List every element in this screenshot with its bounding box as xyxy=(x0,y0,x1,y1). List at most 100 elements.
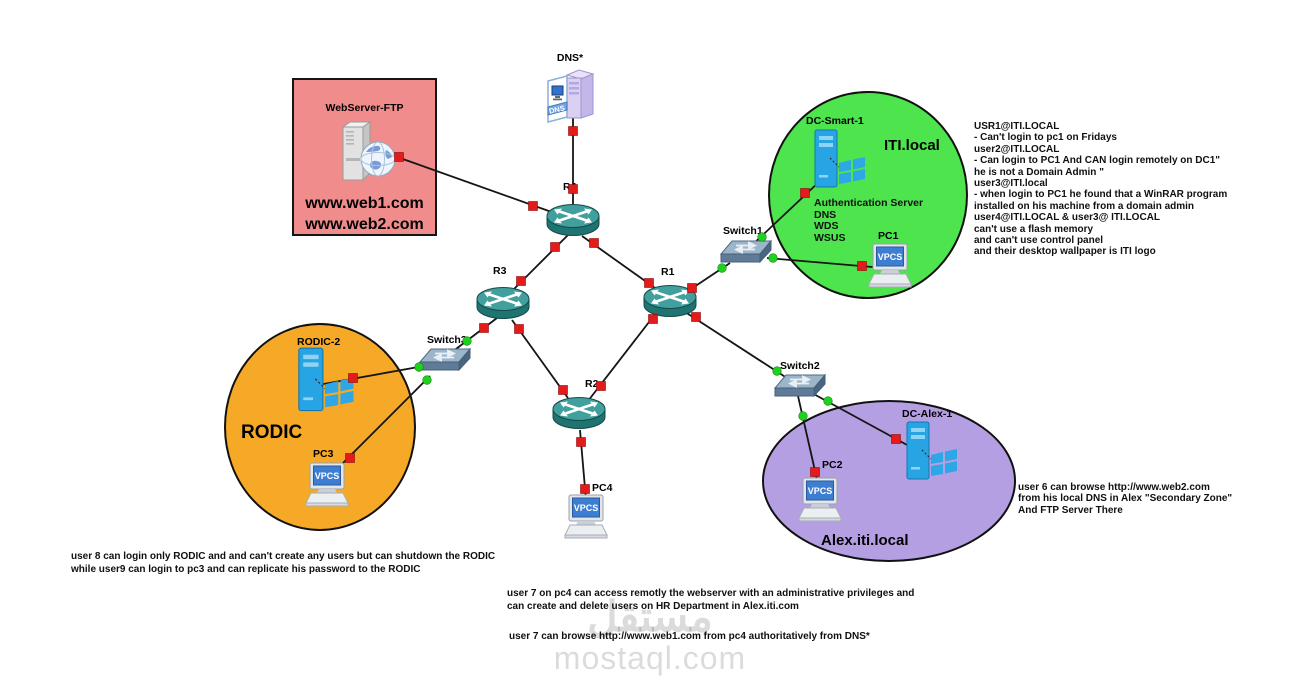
link-up-marker xyxy=(422,375,432,385)
switch-icon xyxy=(418,347,472,372)
pc2-label: PC2 xyxy=(822,459,843,471)
pc3-label: PC3 xyxy=(313,448,334,460)
pc1-label: PC1 xyxy=(878,230,899,242)
link-down-marker xyxy=(857,261,867,271)
link-down-marker xyxy=(580,484,590,494)
link-up-marker xyxy=(462,336,472,346)
switch2-label: Switch2 xyxy=(780,360,820,372)
link-down-marker xyxy=(644,278,654,288)
vpcs-screen-text: VPCS xyxy=(878,252,903,262)
dc-alex-1-label: DC-Alex-1 xyxy=(902,408,953,420)
router-r1-label: R1 xyxy=(661,266,675,278)
dc-smart-1-label: DC-Smart-1 xyxy=(806,115,864,127)
laptop-icon: VPCS xyxy=(798,477,842,522)
link-down-marker xyxy=(568,126,578,136)
link-down-marker xyxy=(345,453,355,463)
router-r2-label: R2 xyxy=(585,378,599,390)
windows-server-icon xyxy=(298,347,354,412)
dns-server-icon: DNS xyxy=(547,69,595,123)
link-down-marker xyxy=(596,381,606,391)
link-up-marker xyxy=(823,396,833,406)
router-r2[interactable] xyxy=(550,393,608,436)
user6-note: user 6 can browse http://www.web2.com fr… xyxy=(1018,482,1233,516)
laptop-icon: VPCS xyxy=(564,494,608,539)
link-up-marker xyxy=(798,411,808,421)
link-down-marker xyxy=(479,323,489,333)
switch1-label: Switch1 xyxy=(723,225,763,237)
link-down-marker xyxy=(394,152,404,162)
pc3-device[interactable]: VPCS xyxy=(303,462,351,513)
link-up-marker xyxy=(772,366,782,376)
vpcs-screen-text: VPCS xyxy=(574,503,599,513)
windows-server-icon xyxy=(906,421,957,480)
laptop-icon: VPCS xyxy=(305,462,349,507)
iti-users-note: USR1@ITI.LOCAL - Can't login to pc1 on F… xyxy=(974,121,1228,258)
laptop-icon: VPCS xyxy=(868,243,912,288)
link-up-markers xyxy=(414,232,833,421)
switch3-label: Switch3 xyxy=(427,334,467,346)
windows-server-icon xyxy=(814,129,865,188)
link-down-marker xyxy=(514,324,524,334)
link-down-marker xyxy=(589,238,599,248)
link-up-marker xyxy=(768,253,778,263)
dc-smart-services: Authentication Server DNS WDS WSUS xyxy=(814,197,924,244)
router-icon xyxy=(546,204,600,236)
link-down-marker xyxy=(528,201,538,211)
link-down-markers xyxy=(345,126,901,494)
dc-alex-1-device[interactable] xyxy=(902,420,958,489)
switch2-device[interactable] xyxy=(773,372,827,407)
webserver-url2: www.web2.com xyxy=(305,216,424,233)
switch-icon xyxy=(719,239,773,264)
link-down-marker xyxy=(691,312,701,322)
link-down-marker xyxy=(891,434,901,444)
link-up-marker xyxy=(757,232,767,242)
link-down-marker xyxy=(576,437,586,447)
link-down-marker xyxy=(800,188,810,198)
rodic-2-label: RODIC-2 xyxy=(297,336,341,348)
link-r3-switch3 xyxy=(451,317,498,353)
router-r1[interactable] xyxy=(641,281,699,324)
link-down-marker xyxy=(810,467,820,477)
webserver-urls: www.web1.com www.web2.com xyxy=(294,193,435,235)
user7-browse-note: user 7 can browse http://www.web1.com fr… xyxy=(509,631,870,642)
link-up-marker xyxy=(717,263,727,273)
switch1-device[interactable] xyxy=(719,238,773,273)
vpcs-screen-text: VPCS xyxy=(315,471,340,481)
router-r3[interactable] xyxy=(474,283,532,326)
link-up-marker xyxy=(414,362,424,372)
dns-label: DNS* xyxy=(556,52,584,64)
link-down-marker xyxy=(568,184,578,194)
switch-icon xyxy=(773,373,827,398)
alex-domain-title: Alex.iti.local xyxy=(821,532,909,549)
user8-note: user 8 can login only RODIC and and can'… xyxy=(71,551,496,575)
router-r4[interactable] xyxy=(544,200,602,243)
rodic-domain-title: RODIC xyxy=(241,422,303,443)
webserver-title: WebServer-FTP xyxy=(325,102,404,114)
switch3-device[interactable] xyxy=(418,346,472,381)
link-down-marker xyxy=(348,373,358,383)
webserver-group-box: WebServer-FTP www.web1.com www.web2.com xyxy=(292,78,437,236)
dns-server-device[interactable]: DNS xyxy=(543,68,597,131)
dns-badge-text: DNS xyxy=(548,103,565,115)
rodic-2-device[interactable] xyxy=(292,346,356,421)
link-down-marker xyxy=(648,314,658,324)
link-down-marker xyxy=(516,276,526,286)
dc-smart-1-device[interactable] xyxy=(810,128,866,197)
pc1-device[interactable]: VPCS xyxy=(866,243,914,294)
iti-domain-title: ITI.local xyxy=(884,137,940,154)
webserver-device[interactable] xyxy=(334,118,400,197)
webserver-globe-icon xyxy=(341,121,396,182)
link-down-marker xyxy=(687,283,697,293)
vpcs-screen-text: VPCS xyxy=(808,486,833,496)
router-icon xyxy=(643,285,697,317)
pc4-device[interactable]: VPCS xyxy=(562,494,610,545)
webserver-url1: www.web1.com xyxy=(305,195,424,212)
pc4-label: PC4 xyxy=(592,482,613,494)
router-r3-label: R3 xyxy=(493,265,507,277)
pc2-device[interactable]: VPCS xyxy=(796,477,844,528)
router-icon xyxy=(552,397,606,429)
link-down-marker xyxy=(550,242,560,252)
router-icon xyxy=(476,287,530,319)
